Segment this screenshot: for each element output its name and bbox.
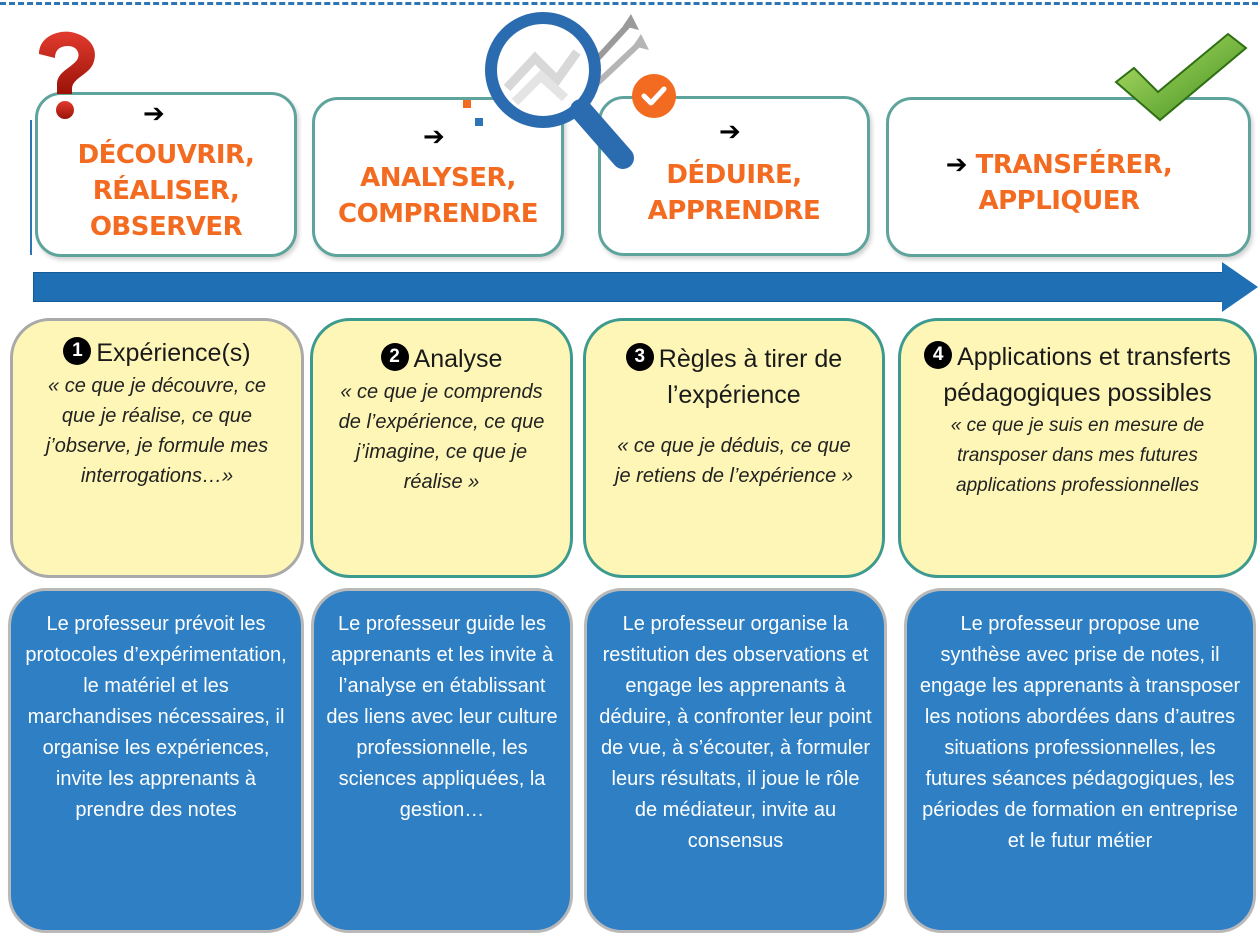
green-checkmark-icon xyxy=(1114,32,1248,122)
step-label: DÉCOUVRIR, RÉALISER, OBSERVER xyxy=(77,140,255,242)
phase-quote: « ce que je découvre, ce que je réalise,… xyxy=(45,375,269,487)
question-mark-icon xyxy=(39,31,95,119)
step-label: DÉDUIRE, APPRENDRE xyxy=(647,160,821,226)
phase-quote: « ce que je suis en mesure de transposer… xyxy=(950,415,1205,496)
description-card-applications: Le professeur propose une synthèse avec … xyxy=(904,588,1256,933)
step-label: ANALYSER, COMPRENDRE xyxy=(337,163,539,229)
description-card-analyse: Le professeur guide les apprenants et le… xyxy=(311,588,573,933)
number-badge: 2 xyxy=(380,343,409,372)
step-box-discover: ➔ DÉCOUVRIR, RÉALISER, OBSERVER xyxy=(35,92,297,257)
left-accent-line xyxy=(30,120,32,255)
step-label: ➔ TRANSFÉRER, APPLIQUER xyxy=(945,150,1173,216)
timeline-arrow xyxy=(33,272,1223,302)
top-dashed-border xyxy=(0,2,1258,5)
step-box-transfer: ➔ TRANSFÉRER, APPLIQUER xyxy=(886,97,1251,257)
number-badge: 1 xyxy=(63,337,92,366)
orange-check-badge-icon xyxy=(632,74,676,118)
arrow-icon: ➔ xyxy=(143,99,165,129)
phase-quote: « ce que je comprends de l’expérience, c… xyxy=(338,381,545,493)
arrow-icon: ➔ xyxy=(719,117,741,147)
description-card-experience: Le professeur prévoit les protocoles d’e… xyxy=(8,588,304,933)
description-card-rules: Le professeur organise la restitution de… xyxy=(584,588,887,933)
number-badge: 4 xyxy=(924,341,953,370)
arrow-icon: ➔ xyxy=(423,122,445,152)
step-box-deduce: ➔ DÉDUIRE, APPRENDRE xyxy=(598,96,870,256)
magnifying-glass-icon xyxy=(463,12,649,169)
number-badge: 3 xyxy=(625,343,654,372)
timeline-arrow-head xyxy=(1222,262,1258,312)
phase-quote: « ce que je déduis, ce que je retiens de… xyxy=(615,435,853,487)
